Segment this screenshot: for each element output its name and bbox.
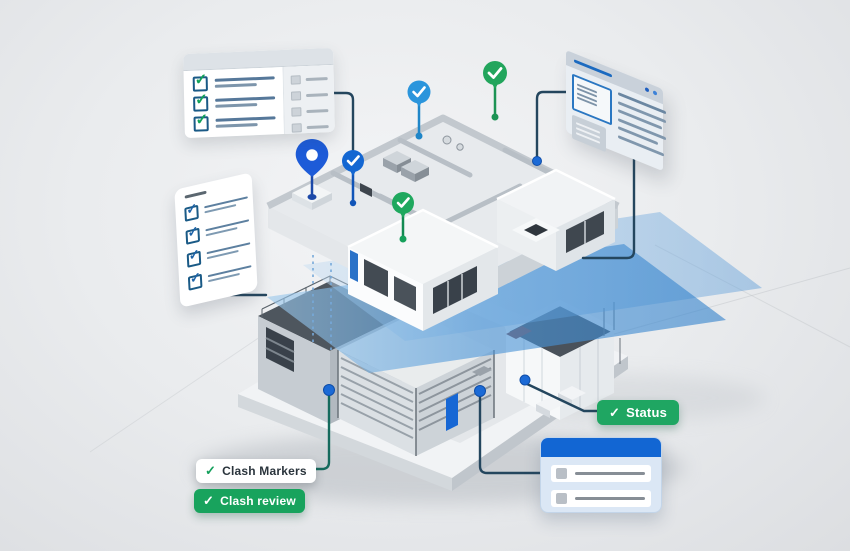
checklist-item: ✓ (185, 216, 250, 245)
clash-point-dots (323, 156, 542, 397)
check-circle-marker-green-top (483, 61, 507, 121)
check-circle-marker-dark-blue (342, 150, 364, 207)
summary-row (291, 122, 329, 133)
checklist-item: ✓ (192, 71, 277, 92)
check-circle-marker-green-roof (392, 192, 414, 243)
blue-door (446, 393, 458, 431)
checklist-item: ✓ (184, 193, 248, 222)
form-row (551, 490, 651, 507)
checkbox-checked-icon: ✓ (193, 111, 209, 132)
checklist-sheet-card: ✓ ✓ ✓ ✓ (174, 172, 258, 308)
connector-status (523, 381, 599, 413)
summary-row (290, 90, 329, 101)
check-circle-marker-light-blue (407, 80, 431, 140)
text-line (214, 76, 275, 82)
connector-document-left (535, 90, 573, 160)
window-dot-icon (645, 86, 649, 93)
connector-checklist-panel (329, 91, 355, 152)
form-row (551, 465, 651, 482)
checkbox-checked-icon: ✓ (185, 222, 201, 245)
form-card (540, 437, 662, 513)
summary-row (290, 74, 328, 85)
badge-label: Status (626, 405, 668, 420)
check-icon: ✓ (203, 493, 215, 508)
connector-form-card (478, 393, 542, 475)
status-badge: ✓ Status (597, 400, 680, 425)
checkbox-checked-icon: ✓ (186, 245, 202, 268)
upper-floor (266, 114, 620, 331)
connector-clash-markers (286, 392, 331, 471)
checklist-item: ✓ (187, 262, 252, 291)
form-field-icon (556, 468, 567, 479)
summary-row (291, 106, 329, 117)
check-icon: ✓ (205, 463, 217, 478)
clash-plane-front (267, 244, 726, 373)
clash-markers-badge: ✓ Clash Markers (196, 459, 316, 483)
window-dot-icon (653, 90, 657, 96)
location-pin-marker (295, 139, 329, 200)
side-summary-panel (282, 64, 335, 134)
checklist-item: ✓ (186, 239, 251, 268)
drop-dotted-lines (312, 255, 332, 350)
checkbox-checked-icon: ✓ (187, 268, 203, 291)
card-header-bar (541, 438, 661, 457)
connector-document-bottom (581, 156, 636, 260)
text-line (215, 123, 258, 128)
text-line (215, 116, 276, 122)
clash-review-badge: ✓ Clash review (194, 489, 305, 513)
checklist-panel-card: ✓ ✓ ✓ (183, 47, 335, 139)
form-field-icon (556, 493, 567, 504)
checklist-item: ✓ (193, 111, 277, 132)
check-icon: ✓ (609, 404, 621, 420)
text-line (214, 83, 257, 88)
card-title-line (184, 190, 207, 199)
text-line (215, 96, 276, 102)
badge-label: Clash Markers (222, 464, 307, 478)
text-line (215, 103, 258, 108)
document-text-lines (618, 92, 666, 176)
checklist-item: ✓ (193, 91, 277, 112)
badge-label: Clash review (220, 494, 296, 508)
checkbox-checked-icon: ✓ (184, 199, 199, 222)
